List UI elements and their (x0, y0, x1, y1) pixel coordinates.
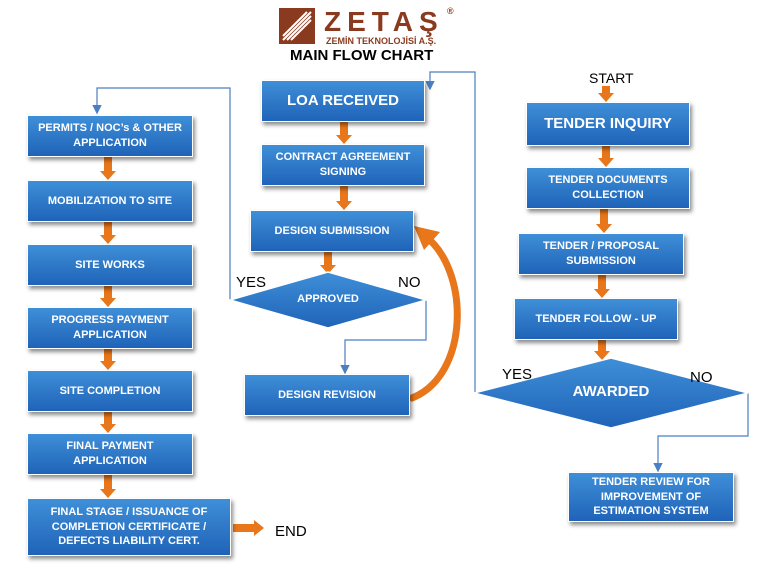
site-works-box[interactable]: SITE WORKS (27, 244, 193, 286)
arrow-contract-to-design (336, 186, 352, 210)
awarded-no-label: NO (690, 369, 713, 386)
tender-followup-box[interactable]: TENDER FOLLOW - UP (514, 298, 678, 340)
arrow-inquiry-to-documents (598, 146, 614, 167)
decision-awarded-label: AWARDED (572, 383, 650, 400)
loa-received-box[interactable]: LOA RECEIVED (261, 80, 425, 122)
decision-approved-label: APPROVED (297, 293, 359, 305)
connector-awarded-no-to-review (653, 393, 749, 473)
arrow-loa-to-contract (336, 122, 352, 144)
tender-documents-box[interactable]: TENDER DOCUMENTS COLLECTION (526, 167, 690, 209)
tender-review-box[interactable]: TENDER REVIEW FOR IMPROVEMENT OF ESTIMAT… (568, 472, 734, 522)
arrow-followup-to-awarded (594, 340, 610, 360)
arrow-design-to-approved (320, 252, 336, 274)
page-title: MAIN FLOW CHART (290, 47, 434, 64)
connector-approved-no-to-revision (340, 300, 427, 375)
approved-no-label: NO (398, 274, 421, 291)
final-stage-box[interactable]: FINAL STAGE / ISSUANCE OF COMPLETION CER… (27, 498, 231, 556)
end-label: END (275, 523, 307, 540)
logo-registered: ® (447, 6, 454, 16)
decision-approved-shape[interactable] (227, 271, 429, 329)
arrow-documents-to-proposal (596, 209, 612, 233)
mobilization-box[interactable]: MOBILIZATION TO SITE (27, 180, 193, 222)
logo-brand: ZETAŞ (324, 6, 444, 37)
permits-box[interactable]: PERMITS / NOC’s & OTHER APPLICATION (27, 115, 193, 157)
tender-proposal-box[interactable]: TENDER / PROPOSAL SUBMISSION (518, 233, 684, 275)
arrowhead-revision-feedback (414, 226, 440, 250)
arrow-finalstage-to-end (233, 520, 264, 536)
arrow-proposal-to-followup (594, 275, 610, 298)
contract-agreement-box[interactable]: CONTRACT AGREEMENT SIGNING (261, 144, 425, 186)
arrow-start-to-inquiry (598, 86, 614, 102)
decision-awarded-shape[interactable] (473, 357, 749, 429)
approved-yes-label: YES (236, 274, 267, 291)
arrow-revision-to-design-submission (408, 232, 461, 402)
connector-approved-yes-to-permits (92, 87, 231, 300)
design-submission-box[interactable]: DESIGN SUBMISSION (250, 210, 414, 252)
awarded-yes-label: YES (502, 366, 533, 383)
arrow-progress-to-completion (100, 349, 116, 370)
arrow-siteworks-to-progress (100, 286, 116, 307)
logo-subtitle: ZEMİN TEKNOLOJİSİ A.Ş. (326, 36, 437, 46)
connector-awarded-yes-to-loa (425, 71, 476, 393)
arrow-mobilization-to-siteworks (100, 222, 116, 244)
site-completion-box[interactable]: SITE COMPLETION (27, 370, 193, 412)
progress-payment-box[interactable]: PROGRESS PAYMENT APPLICATION (27, 307, 193, 349)
design-revision-box[interactable]: DESIGN REVISION (244, 374, 410, 416)
final-payment-box[interactable]: FINAL PAYMENT APPLICATION (27, 433, 193, 475)
arrow-permits-to-mobilization (100, 157, 116, 180)
arrow-finalpayment-to-finalstage (100, 475, 116, 498)
tender-inquiry-box[interactable]: TENDER INQUIRY (526, 102, 690, 146)
logo-mark-icon (279, 8, 315, 44)
start-label: START (589, 70, 634, 86)
arrow-completion-to-finalpayment (100, 412, 116, 433)
